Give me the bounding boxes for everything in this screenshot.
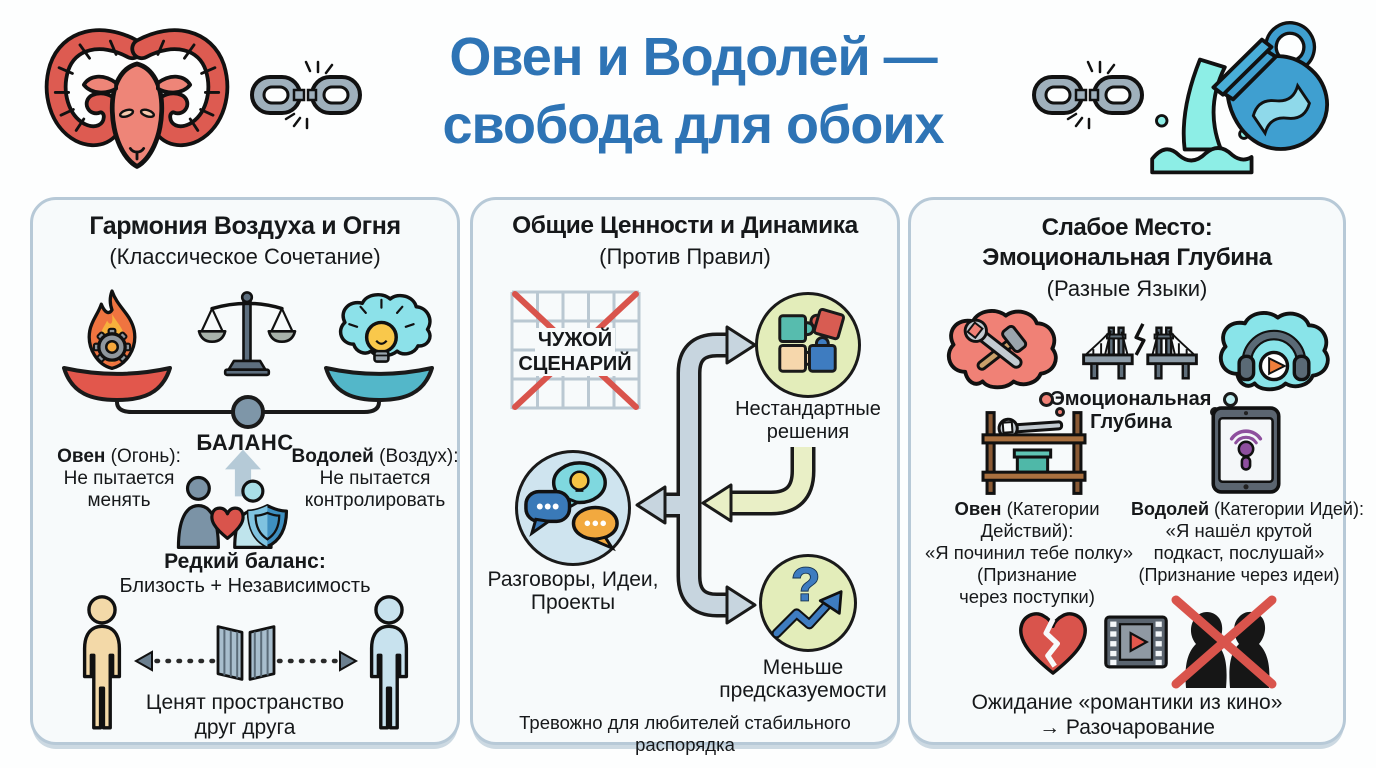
- unpredictability-node: ?: [759, 554, 857, 652]
- panel-weak-title2: Эмоциональная Глубина: [982, 244, 1272, 271]
- talks-node: [515, 450, 631, 566]
- cloud-idea-icon: [338, 293, 432, 363]
- thought-dot: [1039, 392, 1054, 407]
- thought-dot: [1055, 407, 1065, 417]
- panel-values-title: Общие Ценности и Динамика: [512, 212, 858, 239]
- solutions-label: Нестандартные решения: [735, 398, 881, 443]
- values-footnote: Тревожно для любителей стабильного распо…: [519, 712, 851, 755]
- panel-harmony-subtitle: (Классическое Сочетание): [109, 244, 381, 269]
- panel-values: Общие Ценности и Динамика (Против Правил…: [470, 197, 900, 755]
- panel-weak-subtitle: (Разные Языки): [1046, 276, 1208, 301]
- crossed-couple-icon: [1171, 595, 1277, 689]
- tools-thought-cloud-icon: [946, 309, 1058, 390]
- page-title-line1: Овен и Водолей —: [449, 27, 937, 87]
- aries-note: Овен (Огонь): Не пытается менять: [57, 446, 181, 511]
- fire-dish: [62, 366, 172, 402]
- balance-scales-icon: [197, 291, 297, 377]
- unpredictability-label: Меньше предсказуемости: [719, 656, 887, 702]
- flow-arrows: [635, 325, 816, 625]
- tablet-podcast-icon: [1211, 406, 1281, 494]
- speech-bubbles-icon: [524, 461, 619, 552]
- aries-ram-icon: [44, 24, 232, 169]
- expectation-caption: Ожидание «романтики из кино» → Разочаров…: [971, 691, 1283, 739]
- panel-values-subtitle: (Против Правил): [599, 244, 771, 269]
- depth-label: Эмоциональная Глубина: [1050, 388, 1212, 433]
- couple-heart-shield-icon: [176, 475, 289, 549]
- panel-harmony: Гармония Воздуха и Огня (Классическое Со…: [30, 197, 460, 745]
- panel-weak-spot: Слабое Место: Эмоциональная Глубина (Раз…: [908, 197, 1364, 745]
- svg-text:?: ?: [791, 559, 820, 612]
- seesaw-dishes: [62, 366, 434, 429]
- crossed-script-label: ЧУЖОЙ СЦЕНАРИЙ: [495, 328, 655, 376]
- aries-language-note: Овен (Категории Действий): «Я починил те…: [925, 498, 1134, 607]
- air-dish: [324, 366, 434, 402]
- page-title: Овен и Водолей — свобода для обоих: [343, 24, 1043, 159]
- space-caption: Ценят пространство друг друга: [145, 691, 345, 739]
- header: Овен и Водолей — свобода для обоих: [0, 0, 1376, 195]
- film-play-icon: [1104, 615, 1168, 669]
- broken-bridge-icon: [1082, 323, 1198, 380]
- open-doors-icon: [216, 625, 276, 681]
- rare-balance: Редкий баланс: Близость + Независимость: [119, 550, 371, 597]
- broken-chain-icon: [1032, 60, 1144, 130]
- broken-chain-icon: [250, 60, 362, 130]
- panel-harmony-title: Гармония Воздуха и Огня: [89, 212, 401, 240]
- aquarius-note: Водолей (Воздух): Не пытается контролиро…: [291, 446, 459, 511]
- balance-label: БАЛАНС: [196, 430, 294, 455]
- aquarius-jug-icon: [1150, 21, 1329, 175]
- talks-label: Разговоры, Идеи, Проекты: [487, 568, 659, 614]
- up-arrow-icon: [225, 449, 261, 497]
- space-arrows-icon: [133, 650, 359, 672]
- pivot: [231, 395, 265, 429]
- person-icon: [82, 595, 122, 730]
- puzzle-icon: [778, 307, 846, 373]
- fire-gear-icon: [87, 289, 137, 370]
- aquarius-language-note: Водолей (Категории Идей): «Я нашёл круто…: [1131, 499, 1364, 585]
- music-thought-cloud-icon: [1218, 311, 1330, 392]
- panel-weak-title1: Слабое Место:: [1041, 214, 1213, 241]
- thought-dot: [1223, 392, 1238, 407]
- solutions-node: [755, 292, 861, 398]
- shelf-wrench-icon: [981, 411, 1087, 495]
- person-icon: [369, 595, 409, 730]
- page-title-line2: свобода для обоих: [442, 94, 944, 155]
- broken-heart-icon: [1019, 612, 1087, 675]
- question-trend-icon: ?: [771, 558, 843, 639]
